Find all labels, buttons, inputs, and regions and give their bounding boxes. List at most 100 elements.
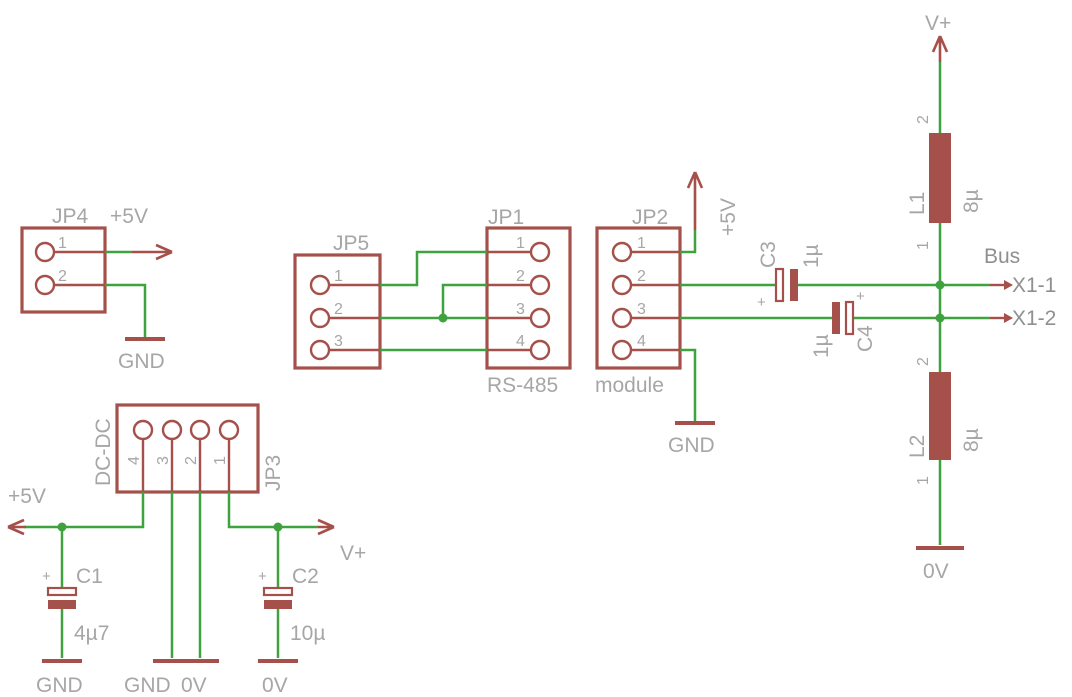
jp5-pin3-number: 3 <box>334 333 343 350</box>
c3-plate-positive <box>774 267 785 303</box>
capacitor-c2: + C2 10µ 0V <box>258 527 325 697</box>
c3-polarity: + <box>757 294 766 311</box>
gnd-label-jp2: GND <box>668 434 715 457</box>
gnd-label-jp3: GND <box>124 674 171 697</box>
l1-pin2-number: 2 <box>915 115 932 124</box>
nets-jp5-jp1 <box>380 250 487 352</box>
jp2-pin3-circle <box>611 307 633 329</box>
c1-plate-positive <box>46 586 78 597</box>
jp5-pin2-circle <box>309 307 331 329</box>
l1-body <box>929 133 951 223</box>
jp2-pin4-circle <box>611 339 633 361</box>
zerov-label-l2: 0V <box>923 560 949 583</box>
junction-dot <box>935 280 945 290</box>
c4-plate-negative <box>832 302 840 334</box>
l1-value: 8µ <box>960 189 983 213</box>
jp5-pin3-circle <box>309 339 331 361</box>
jp3-pin1-number: 1 <box>212 456 229 465</box>
jp1-pin3-circle <box>529 307 551 329</box>
jp1-pin1-circle <box>529 241 551 263</box>
jp2-body <box>595 226 682 370</box>
bus-pins: Bus X1-1 X1-2 <box>984 245 1056 330</box>
l2-refdes: L2 <box>906 435 929 458</box>
c2-polarity: + <box>258 568 267 585</box>
jp4-pin1-number: 1 <box>58 235 67 252</box>
jp2-caption: module <box>595 374 664 397</box>
zerov-label-jp3: 0V <box>181 674 207 697</box>
l2-value: 8µ <box>960 428 983 452</box>
vplus-arrow-top <box>931 35 949 62</box>
plus5v-label-jp2: +5V <box>717 198 740 236</box>
c4-refdes: C4 <box>854 325 877 352</box>
plus5v-arrow-jp3 <box>7 518 26 536</box>
c1-refdes: C1 <box>76 565 103 588</box>
jp5-pin1-number: 1 <box>334 268 343 285</box>
jp2-pin1-number: 1 <box>637 235 646 252</box>
c4-value: 1µ <box>810 334 833 358</box>
junction-dot <box>438 313 448 323</box>
bus-label: Bus <box>984 245 1020 268</box>
l2-body <box>929 372 951 460</box>
vplus-arrow-jp3 <box>317 518 335 536</box>
jp1-pin3-number: 3 <box>516 301 525 318</box>
jp1-refdes: JP1 <box>488 206 524 229</box>
jp3-refdes: JP3 <box>262 455 285 491</box>
c3-value: 1µ <box>800 244 823 268</box>
jp3-pin1-circle <box>218 419 240 441</box>
c1-value: 4µ7 <box>74 622 109 645</box>
net-jp4-to-gnd <box>105 283 147 337</box>
c2-value: 10µ <box>290 622 325 645</box>
net-jp5p1-jp1p1 <box>380 250 487 287</box>
capacitor-c3: + C3 1µ <box>757 241 823 311</box>
c3-refdes: C3 <box>757 241 780 268</box>
jp3-pin2-number: 2 <box>183 456 200 465</box>
jp2-pin4-number: 4 <box>637 333 646 350</box>
jp1-pin4-circle <box>529 339 551 361</box>
jp4-pin2-number: 2 <box>58 268 67 285</box>
gnd-label-jp4: GND <box>118 350 165 373</box>
jp1-caption: RS-485 <box>487 374 558 397</box>
capacitor-c4: + 1µ C4 <box>810 288 877 358</box>
jp5-refdes: JP5 <box>333 232 369 255</box>
jp1-pin1-number: 1 <box>516 235 525 252</box>
inductor-l2: 2 1 L2 8µ <box>906 357 983 485</box>
jp3-pin4-number: 4 <box>126 456 143 465</box>
plus5v-label-jp3: +5V <box>8 485 46 508</box>
junction-dot <box>935 313 945 323</box>
jp3-caption: DC-DC <box>92 418 115 486</box>
jp1-pin4-number: 4 <box>516 333 525 350</box>
net-jp3-vplus-rail <box>227 492 318 529</box>
c1-polarity: + <box>42 568 51 585</box>
x1-2-tip <box>1004 313 1013 323</box>
x1-1-label: X1-1 <box>1012 274 1056 297</box>
l2-pin2-number: 2 <box>915 357 932 366</box>
plus5v-label-jp4: +5V <box>110 205 148 228</box>
jp2-pin3-number: 3 <box>637 301 646 318</box>
c2-plate-positive <box>262 586 294 597</box>
connector-jp5: 1 2 3 JP5 <box>293 232 382 370</box>
jp4-pin2-circle <box>34 274 56 296</box>
jp4-pin1-circle <box>34 241 56 263</box>
jp3-body <box>115 403 260 494</box>
connector-jp1: 1 2 3 4 JP1 RS-485 <box>485 206 572 397</box>
jp2-refdes: JP2 <box>632 206 668 229</box>
jp2-pin1-circle <box>611 241 633 263</box>
jp2-pin2-circle <box>611 274 633 296</box>
jp5-pin1-circle <box>309 274 331 296</box>
net-jp2-to-gnd <box>680 348 697 421</box>
jp4-refdes: JP4 <box>52 205 89 228</box>
c2-plate-negative <box>264 600 292 609</box>
jp2-pin2-number: 2 <box>637 268 646 285</box>
jp1-pin2-number: 2 <box>516 268 525 285</box>
vplus-label-jp3: V+ <box>340 542 366 565</box>
l1-pin1-number: 1 <box>915 241 932 250</box>
l1-refdes: L1 <box>906 192 929 215</box>
net-jp2-to-5v <box>680 230 697 254</box>
c4-plate-positive <box>844 300 855 336</box>
jp4-body <box>20 226 107 314</box>
vplus-label-top: V+ <box>925 12 951 35</box>
jp1-body <box>485 226 572 370</box>
gnd-label-c1: GND <box>36 674 83 697</box>
